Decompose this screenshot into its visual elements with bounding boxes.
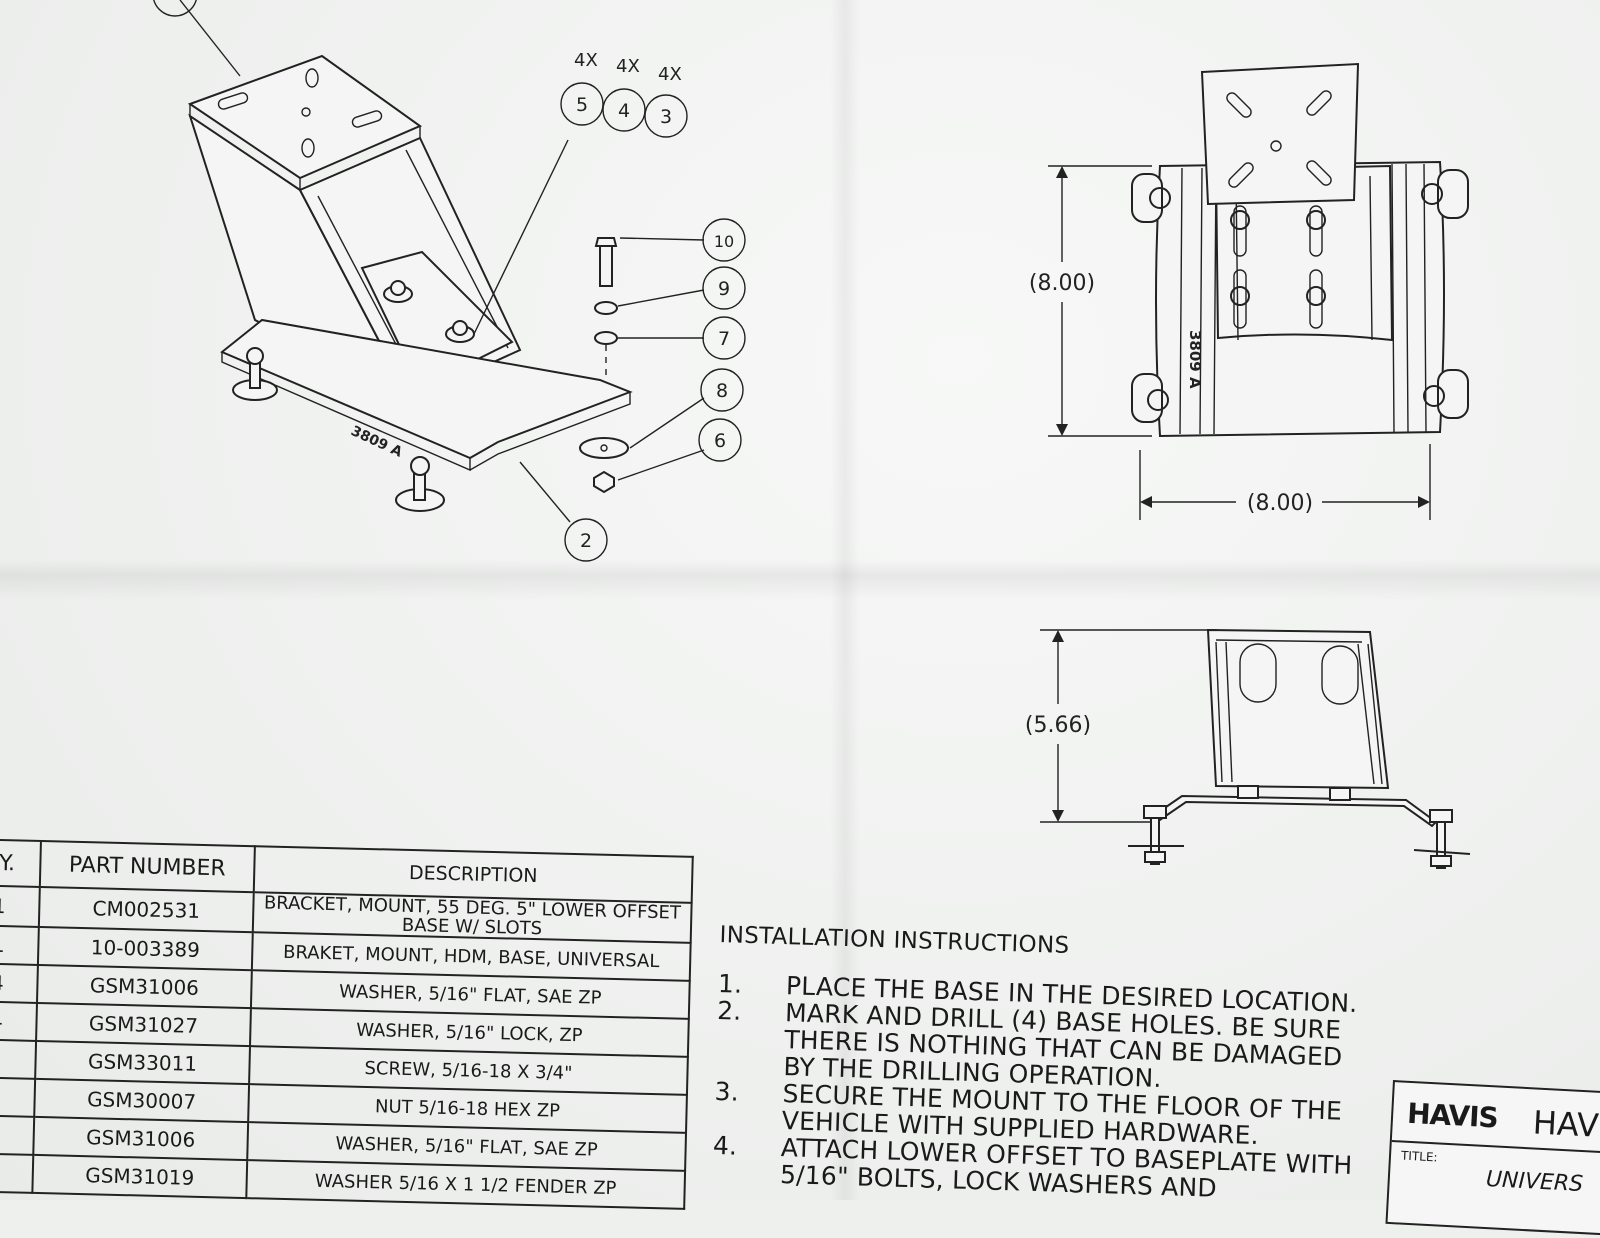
- callout-label-part-3: 3: [660, 106, 672, 128]
- callout-circle-part-7: [702, 316, 746, 360]
- isometric-assembly-view: 3809 A 4X 4X 4X 5 4 3 10 9 7 8 6: [153, 0, 746, 562]
- base-hole: [1149, 187, 1171, 209]
- callout-label-part-10: 10: [714, 232, 734, 251]
- leader-line: [473, 139, 569, 335]
- qty-cell: [0, 1114, 35, 1155]
- part-number-cell: GSM31006: [36, 964, 252, 1009]
- qty-label: 4X: [574, 50, 598, 71]
- havis-logo: HAVIS: [1406, 1096, 1499, 1135]
- hex-nut-part-6: [593, 470, 615, 494]
- side-view-riser: [1206, 628, 1390, 790]
- part-number-cell: GSM30007: [34, 1078, 250, 1123]
- leader-line: [617, 289, 705, 307]
- leader-line-part-1: [179, 0, 241, 77]
- qty-cell: [0, 1038, 37, 1079]
- side-view-bolt: [1413, 809, 1471, 869]
- plate-slot: [301, 138, 315, 158]
- mounting-foot: [395, 456, 445, 512]
- mounting-foot: [232, 347, 278, 401]
- callout-label-part-2: 2: [580, 530, 592, 552]
- fender-washer-part-8: [579, 437, 629, 459]
- callout-circle-part-5: [560, 82, 604, 126]
- step-number: 1.: [717, 968, 743, 999]
- step-number: 4.: [712, 1130, 738, 1161]
- title-label: TITLE:: [1400, 1148, 1438, 1165]
- callout-circle-part-6: [698, 418, 742, 462]
- qty-header: TY.: [0, 839, 41, 887]
- title-value: UNIVERS: [1485, 1167, 1584, 1198]
- lock-washer-part-9: [594, 301, 618, 315]
- leader-line: [519, 461, 571, 523]
- qty-cell: 1: [0, 924, 39, 965]
- side-view: (5.66): [1025, 628, 1471, 869]
- callout-label-part-8: 8: [716, 380, 728, 402]
- qty-cell: 1: [0, 885, 40, 927]
- plate-slot: [305, 68, 319, 88]
- qty-cell: 4: [0, 962, 38, 1003]
- qty-cell: [0, 1152, 34, 1193]
- callout-circle-part-3: [644, 94, 688, 138]
- part-number-cell: CM002531: [38, 886, 254, 933]
- leader-line: [617, 449, 705, 481]
- step-number: 3.: [714, 1076, 740, 1107]
- qty-label: 4X: [658, 64, 682, 85]
- plate-slot: [217, 92, 249, 110]
- callout-circle-part-2: [564, 518, 608, 562]
- base-hole: [1421, 183, 1443, 205]
- callout-label-part-5: 5: [576, 94, 588, 116]
- callout-circle-part-10: [702, 218, 746, 262]
- title-block: HAVIS HAV TITLE: UNIVERS: [1385, 1080, 1600, 1238]
- callout-circle-part-9: [702, 266, 746, 310]
- part-number-cell: GSM31019: [32, 1154, 248, 1199]
- part-number-cell: GSM33011: [35, 1040, 251, 1085]
- callout-circle-part-8: [700, 368, 744, 412]
- dimension-height-top: (8.00): [1029, 271, 1095, 296]
- qty-cell: 4: [0, 1000, 37, 1041]
- parts-list-table: TY. PART NUMBER DESCRIPTION 1 CM002531 B…: [0, 838, 694, 1210]
- plate-slot: [351, 110, 383, 128]
- base-hole: [1423, 385, 1445, 407]
- qty-label: 4X: [616, 56, 640, 77]
- side-view-base: [1148, 794, 1438, 828]
- base-hole: [1147, 389, 1169, 411]
- callout-label-part-7: 7: [718, 328, 730, 350]
- callout-label-part-6: 6: [714, 430, 726, 452]
- callout-label-part-9: 9: [718, 278, 730, 300]
- part-number-cell: GSM31027: [36, 1002, 251, 1047]
- side-view-bolt: [1128, 805, 1184, 865]
- dimension-height-side: (5.66): [1025, 713, 1091, 738]
- leader-line: [629, 397, 705, 449]
- screw-part-10: [594, 237, 618, 287]
- part-number-cell: GSM31006: [33, 1116, 249, 1161]
- leader-line: [619, 237, 705, 241]
- company-name: HAV: [1531, 1103, 1600, 1145]
- part-number-cell: 10-003389: [37, 926, 253, 971]
- top-view-upper-plate: [1200, 62, 1360, 206]
- qty-cell: [0, 1076, 36, 1117]
- dimension-width-top: (8.00): [1247, 491, 1313, 516]
- callout-circle-part-4: [602, 88, 646, 132]
- installation-instructions: INSTALLATION INSTRUCTIONS 1. PLACE THE B…: [712, 922, 1380, 1207]
- flat-washer-part-7: [594, 331, 618, 345]
- callout-label-part-4: 4: [618, 100, 630, 122]
- callout-circle-part-1: [153, 0, 197, 17]
- step-number: 2.: [716, 995, 742, 1026]
- part-number-header: PART NUMBER: [39, 840, 255, 893]
- top-view: 3809 A (8.00) (8.00): [1029, 62, 1469, 520]
- top-view-stamp: 3809 A: [1186, 330, 1204, 389]
